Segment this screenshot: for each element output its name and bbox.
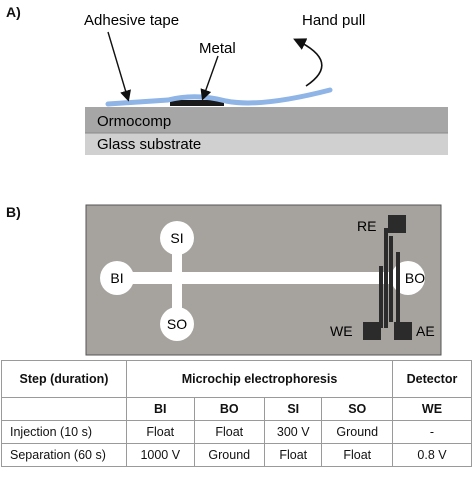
cell-so: Float <box>321 443 393 467</box>
reservoir-bi-label: BI <box>110 270 123 286</box>
we-lead <box>379 266 383 328</box>
header-detector: Detector <box>392 360 472 398</box>
hand-pull-arrow <box>293 38 323 87</box>
electrode-ae-label: AE <box>416 323 435 339</box>
row-step: Separation (60 s) <box>1 443 127 467</box>
subheader-empty <box>1 397 127 421</box>
microchip-diagram: SI BI SO BO RE WE AE <box>85 204 442 356</box>
glass-substrate-label: Glass substrate <box>97 136 201 153</box>
reservoir-so-label: SO <box>167 316 187 332</box>
subheader-bi: BI <box>126 397 195 421</box>
subheader-si: SI <box>264 397 323 421</box>
cell-bi: 1000 V <box>126 443 195 467</box>
reservoir-si <box>160 221 194 255</box>
adhesive-tape-strip <box>105 87 333 107</box>
cell-so: Ground <box>321 420 393 444</box>
header-mce: Microchip electrophoresis <box>126 360 393 398</box>
reservoir-so <box>160 307 194 341</box>
reservoir-bo-label: BO <box>405 270 425 286</box>
cell-bo: Float <box>193 420 266 444</box>
re-lead <box>384 228 388 328</box>
metal-strip <box>170 100 224 106</box>
tape-peel-diagram: Adhesive tape Metal Hand pull Ormocomp G… <box>84 12 448 155</box>
separation-channel <box>118 272 396 284</box>
row-step: Injection (10 s) <box>1 420 127 444</box>
reservoir-si-label: SI <box>170 230 183 246</box>
panel-a-label: A) <box>6 4 21 20</box>
subheader-bo: BO <box>193 397 266 421</box>
adhesive-tape-label: Adhesive tape <box>84 12 179 29</box>
reservoir-bi <box>100 261 134 295</box>
subheader-so: SO <box>321 397 393 421</box>
ae-lead <box>396 252 400 334</box>
table-subheader-row: BI BO SI SO WE <box>1 397 472 421</box>
cell-si: Float <box>264 443 323 467</box>
re-lead-2 <box>389 236 393 322</box>
metal-pointer-arrow <box>200 55 219 101</box>
glass-substrate-layer <box>85 133 448 155</box>
tape-pointer-arrow <box>107 31 131 102</box>
metal-label: Metal <box>199 40 236 57</box>
cell-we: - <box>392 420 472 444</box>
electrode-we-label: WE <box>330 323 353 339</box>
electrode-re-label: RE <box>357 218 376 234</box>
ormocomp-label: Ormocomp <box>97 113 171 130</box>
panel-b-label: B) <box>6 204 21 220</box>
voltage-table: Step (duration) Microchip electrophoresi… <box>1 360 472 467</box>
ormocomp-layer <box>85 107 448 133</box>
table-header-row: Step (duration) Microchip electrophoresi… <box>1 360 472 398</box>
electrode-pad-re <box>388 215 406 233</box>
cell-we: 0.8 V <box>392 443 472 467</box>
header-step: Step (duration) <box>1 360 127 398</box>
electrode-pad-we <box>363 322 381 340</box>
cell-bi: Float <box>126 420 195 444</box>
cell-si: 300 V <box>264 420 323 444</box>
table-row: Separation (60 s) 1000 V Ground Float Fl… <box>1 443 472 467</box>
electrode-pad-ae <box>394 322 412 340</box>
hand-pull-label: Hand pull <box>302 12 365 29</box>
subheader-we: WE <box>392 397 472 421</box>
table-row: Injection (10 s) Float Float 300 V Groun… <box>1 420 472 444</box>
cell-bo: Ground <box>193 443 266 467</box>
